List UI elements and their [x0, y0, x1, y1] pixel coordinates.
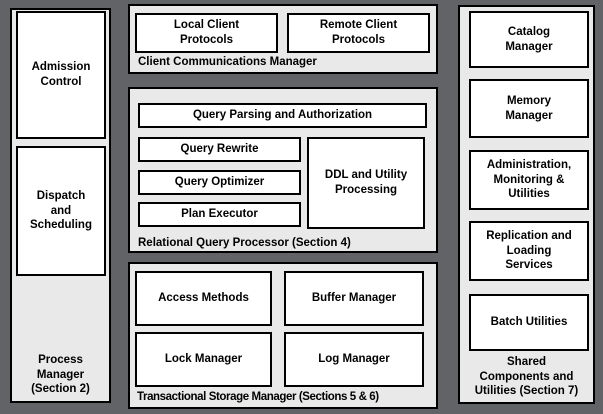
box-batch-utilities: Batch Utilities — [469, 294, 589, 351]
box-query-rewrite: Query Rewrite — [138, 137, 301, 162]
group-transactional-storage-manager: Access Methods Buffer Manager Lock Manag… — [128, 262, 438, 409]
label-relational-query-processor: Relational Query Processor (Section 4) — [138, 237, 351, 249]
group-process-manager: Admission Control Dispatch and Schedulin… — [10, 8, 111, 403]
group-shared-components-and-utilities: Catalog Manager Memory Manager Administr… — [458, 5, 595, 404]
box-ddl-and-utility-processing: DDL and Utility Processing — [307, 137, 425, 229]
label-shared-components-and-utilities: Shared Components and Utilities (Section… — [474, 356, 579, 398]
box-log-manager: Log Manager — [284, 332, 424, 387]
box-memory-manager: Memory Manager — [469, 79, 589, 138]
label-process-manager: Process Manager (Section 2) — [31, 354, 90, 396]
group-relational-query-processor: Query Parsing and Authorization Query Re… — [128, 87, 438, 253]
box-local-client-protocols: Local Client Protocols — [135, 13, 278, 53]
box-admission-control: Admission Control — [16, 11, 106, 139]
box-plan-executor: Plan Executor — [138, 202, 301, 227]
label-transactional-storage-manager: Transactional Storage Manager (Sections … — [137, 391, 379, 403]
box-administration-monitoring-utilities: Administration, Monitoring & Utilities — [469, 150, 589, 210]
box-dispatch-and-scheduling: Dispatch and Scheduling — [16, 146, 106, 276]
box-buffer-manager: Buffer Manager — [284, 271, 424, 326]
box-remote-client-protocols: Remote Client Protocols — [287, 13, 430, 53]
box-lock-manager: Lock Manager — [135, 332, 272, 387]
box-replication-and-loading-services: Replication and Loading Services — [469, 221, 589, 281]
group-client-communications-manager: Local Client Protocols Remote Client Pro… — [128, 4, 438, 74]
box-query-parsing-and-authorization: Query Parsing and Authorization — [138, 103, 427, 128]
box-catalog-manager: Catalog Manager — [469, 11, 589, 68]
box-access-methods: Access Methods — [135, 271, 272, 326]
box-query-optimizer: Query Optimizer — [138, 170, 301, 195]
label-client-communications-manager: Client Communications Manager — [138, 56, 317, 68]
